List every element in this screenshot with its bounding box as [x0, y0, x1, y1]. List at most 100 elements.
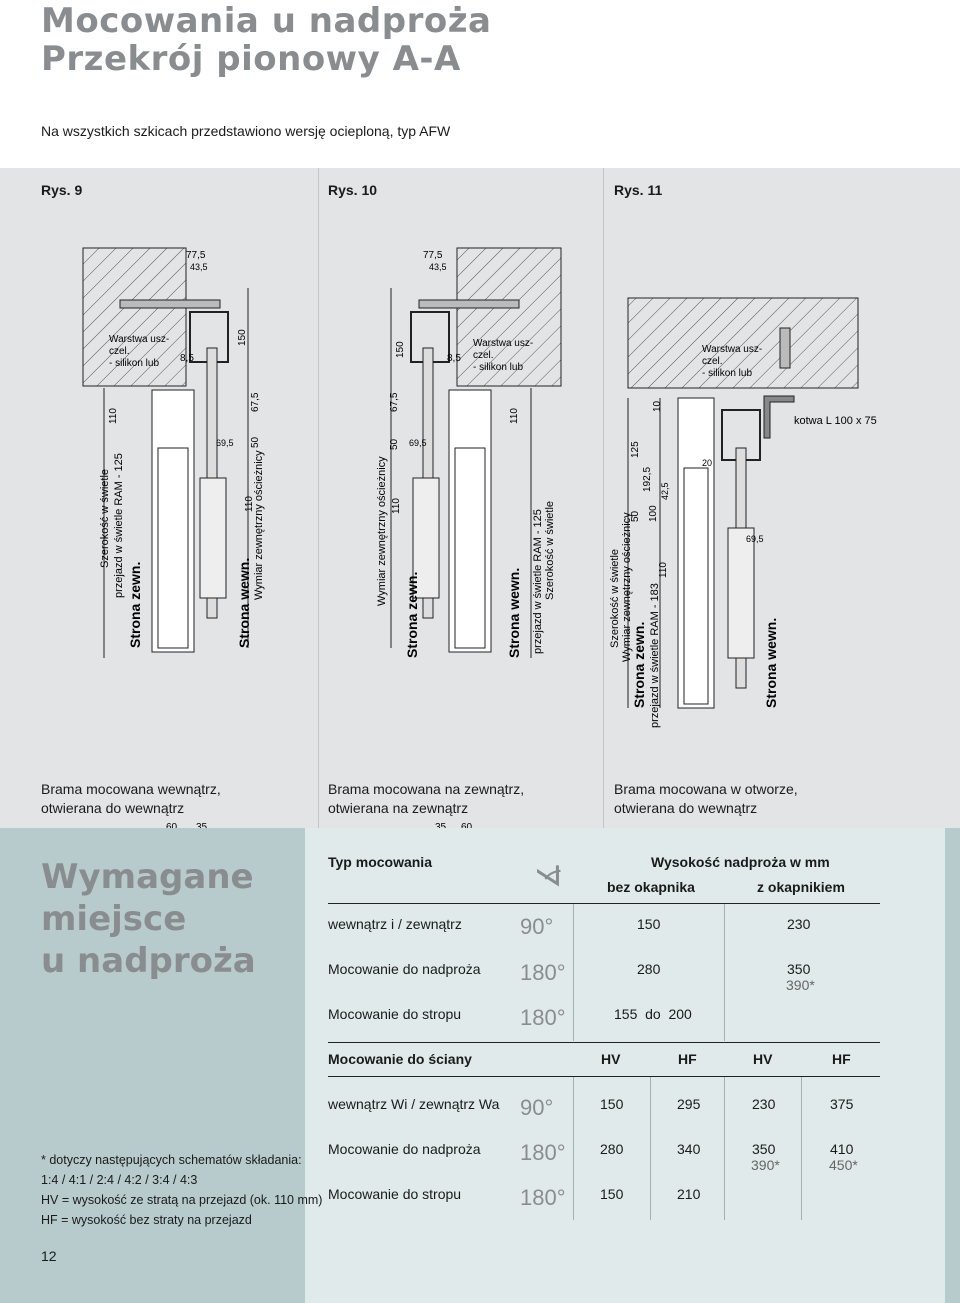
- title-line: u nadproża: [41, 941, 256, 981]
- figure-label: Rys. 11: [614, 182, 663, 198]
- value-hv: 150: [600, 1096, 624, 1112]
- dim-label: 110: [108, 408, 119, 424]
- value-hf: 210: [677, 1186, 701, 1202]
- title-line: miejsce: [41, 899, 187, 939]
- angle-value: 180°: [520, 1185, 566, 1210]
- clear-width-label: Szerokość w świetle: [544, 501, 556, 600]
- dim-label: 125: [630, 441, 641, 458]
- caption-line: otwierana do wewnątrz: [41, 800, 185, 816]
- dim-label: 35: [196, 822, 208, 828]
- seal-label: czel.: [702, 356, 723, 367]
- seal-label: - silikon lub: [109, 358, 159, 369]
- dim-label: 8,5: [180, 353, 194, 364]
- frame-dim-label: Wymiar zewnętrzny ościeżnicy: [376, 456, 388, 606]
- ram-label: przejazd w świetle RAM - 125: [113, 453, 125, 598]
- col-header-eaves: z okapnikiem: [757, 879, 845, 895]
- value-hv-alt: 390*: [751, 1157, 780, 1173]
- title-line-1: Mocowania u nadproża: [41, 1, 492, 41]
- door-panel: [151, 389, 195, 653]
- dim-label: 60: [461, 822, 473, 828]
- row-type: Mocowanie do stropu: [328, 1186, 462, 1202]
- figure-10: Rys. 10 77,5 43,5 8,5 150 67,5 69,5 50 1…: [319, 168, 603, 828]
- value-hf: 410: [830, 1141, 854, 1157]
- figure-11-drawing: 125 192,5 10 50 100 42,5 110 69,5 20 60 …: [609, 297, 877, 728]
- door-panel: [448, 389, 492, 653]
- dim-label: 77,5: [186, 250, 206, 261]
- value-no-eaves: 150: [637, 916, 661, 932]
- value-hf: 375: [830, 1096, 854, 1112]
- value-hf-alt: 450*: [829, 1157, 858, 1173]
- seal-label: czel.: [473, 350, 494, 361]
- seal-label: Warstwa usz-: [473, 338, 533, 349]
- outside-label: Strona zewn.: [631, 622, 647, 708]
- dim-label: 20: [702, 458, 712, 468]
- l-anchor: [763, 395, 795, 439]
- frame-dim-label: Wymiar zewnętrzny ościeżnicy: [253, 450, 265, 600]
- row-type: wewnątrz Wi / zewnątrz Wa: [328, 1096, 500, 1112]
- inside-label: Strona wewn.: [236, 558, 252, 648]
- col-header-hv: HV: [753, 1051, 773, 1067]
- figure-10-drawing: 77,5 43,5 8,5 150 67,5 69,5 50 110 110 3…: [376, 247, 562, 828]
- caption-line: Brama mocowana w otworze,: [614, 781, 798, 797]
- seal-label: Warstwa usz-: [702, 344, 762, 355]
- title-line-2: Przekrój pionowy A-A: [41, 39, 461, 79]
- angle-value: 180°: [520, 1005, 566, 1030]
- col-header-height: Wysokość nadproża w mm: [651, 854, 830, 870]
- dim-label: 110: [391, 498, 402, 514]
- inside-label: Strona wewn.: [763, 618, 779, 708]
- dim-label: 150: [237, 329, 248, 346]
- seal-label: czel.: [109, 346, 130, 357]
- angle-value: 90°: [520, 914, 554, 939]
- seal-label: Warstwa usz-: [109, 334, 169, 345]
- dim-label: 100: [648, 505, 659, 522]
- roller-assembly: [199, 477, 227, 599]
- col-header-type: Typ mocowania: [328, 854, 432, 870]
- required-space-title: Wymagane miejsce u nadproża: [41, 856, 256, 982]
- seal-label: - silikon lub: [473, 362, 523, 373]
- intro-text: Na wszystkich szkicach przedstawiono wer…: [41, 123, 451, 139]
- frame-dim-label: Wymiar zewnętrzny ościeżnicy: [621, 512, 633, 662]
- table-divider: [724, 904, 725, 1041]
- value-eaves: 350: [787, 961, 811, 977]
- value-hv: 230: [752, 1096, 776, 1112]
- col-header-wall-type: Mocowanie do ściany: [328, 1051, 472, 1067]
- dim-label: 50: [250, 436, 261, 448]
- outside-label: Strona zewn.: [404, 572, 420, 658]
- col-header-no-eaves: bez okapnika: [607, 879, 695, 895]
- col-header-hf: HF: [678, 1051, 697, 1067]
- figure-caption: Brama mocowana w otworze, otwierana do w…: [614, 780, 798, 818]
- dim-label: 110: [244, 496, 255, 512]
- table-rule: [328, 903, 880, 904]
- column-divider: [603, 168, 604, 828]
- table-rule: [328, 1076, 880, 1077]
- dim-label: 67,5: [250, 392, 261, 412]
- footnote-line: * dotyczy następujących schematów składa…: [41, 1153, 302, 1167]
- ram-label: przejazd w świetle RAM - 183: [649, 583, 661, 728]
- value-eaves: 230: [787, 916, 811, 932]
- figure-caption: Brama mocowana wewnątrz, otwierana do we…: [41, 780, 221, 818]
- anchor-label: kotwa L 100 x 75: [794, 415, 877, 427]
- seal-label: - silikon lub: [702, 368, 752, 379]
- dim-label: 43,5: [190, 262, 208, 272]
- wall-section: [82, 247, 187, 387]
- table-divider: [801, 1077, 802, 1220]
- dim-label: 69,5: [409, 438, 427, 448]
- wall-section: [456, 247, 562, 387]
- anchor-bolt: [119, 299, 221, 309]
- roller-assembly: [412, 477, 440, 599]
- dim-label: 67,5: [389, 392, 400, 412]
- dim-label: 69,5: [746, 534, 764, 544]
- col-header-hv: HV: [601, 1051, 621, 1067]
- figure-9: Rys. 9 77,5 43,5 8,5 150 67,5 69,5 50 11…: [0, 168, 318, 828]
- required-space-section: Wymagane miejsce u nadproża Typ mocowani…: [0, 828, 960, 1303]
- dim-label: 150: [395, 341, 406, 358]
- table-divider: [650, 1077, 651, 1220]
- figure-9-drawing: 77,5 43,5 8,5 150 67,5 69,5 50 110 110 6…: [82, 247, 265, 828]
- roller-assembly: [727, 527, 755, 659]
- dim-label: 42,5: [660, 482, 670, 500]
- table-rule: [328, 1042, 880, 1043]
- row-type: wewnątrz i / zewnątrz: [328, 916, 462, 932]
- footnote-line: HV = wysokość ze stratą na przejazd (ok.…: [41, 1193, 323, 1207]
- required-space-table-area: [305, 828, 945, 1303]
- caption-line: otwierana do wewnątrz: [614, 800, 758, 816]
